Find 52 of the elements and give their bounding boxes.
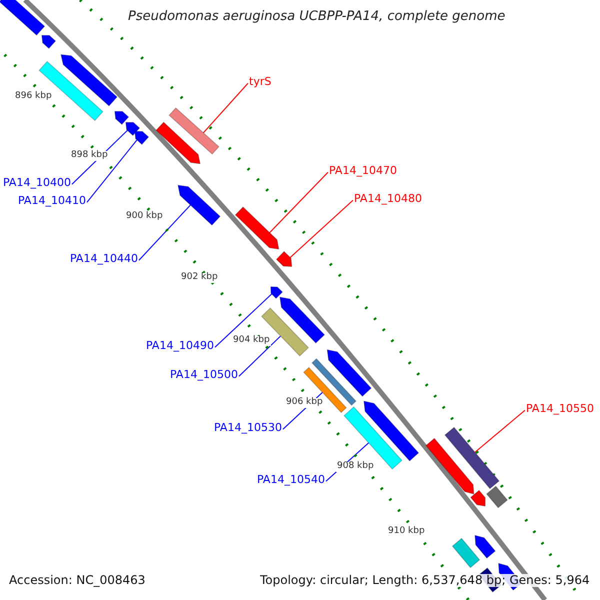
leader-line (86, 139, 138, 203)
gene-block (134, 130, 150, 145)
gene-block (444, 426, 500, 490)
leader-line (269, 172, 328, 234)
gene-block (41, 34, 56, 49)
gene-block (234, 206, 280, 250)
scale-label: 896 kbp (14, 92, 53, 102)
accession-text: Accession: NC_008463 (9, 574, 146, 588)
gene-block (470, 490, 486, 507)
gene-label: tyrS (249, 76, 272, 88)
gene-label: PA14_10500 (170, 369, 238, 382)
gene-block (425, 438, 474, 495)
gene-block (276, 250, 292, 267)
gene-block (326, 349, 372, 397)
gene-block (156, 122, 201, 164)
gene-label: PA14_10410 (18, 195, 86, 208)
gene-label: PA14_10440 (70, 253, 138, 266)
gene-label: PA14_10400 (3, 177, 71, 190)
gene-block (168, 107, 220, 155)
scale-label: 910 kbp (387, 527, 426, 537)
scale-label: 902 kbp (180, 273, 219, 283)
genome-summary: Topology: circular; Length: 6,537,648 bp; Genes: 5,964 (260, 574, 590, 588)
gene-block (363, 400, 420, 462)
gene-block (177, 184, 221, 226)
leader-line (290, 200, 354, 258)
gene-label: PA14_10540 (257, 474, 325, 486)
leader-line (474, 410, 526, 453)
scale-label: 898 kbp (70, 151, 109, 161)
gene-block (125, 122, 140, 136)
leader-line (138, 204, 191, 261)
leader-line (214, 294, 272, 348)
gene-label: PA14_10480 (354, 193, 422, 206)
diagram-title: Pseudomonas aeruginosa UCBPP-PA14, complete genome (128, 10, 506, 24)
gene-block (279, 296, 326, 344)
gene-block (60, 54, 118, 106)
gene-label: PA14_10470 (329, 165, 397, 178)
scale-label: 904 kbp (232, 336, 271, 346)
leader-line (238, 336, 282, 377)
gene-block (474, 534, 496, 559)
gene-label: PA14_10530 (214, 422, 282, 434)
scale-label: 900 kbp (125, 212, 164, 222)
gene-block (114, 110, 130, 125)
scale-label: 906 kbp (285, 398, 324, 408)
scale-label: 908 kbp (336, 462, 375, 472)
leader-line (202, 82, 248, 134)
gene-label: PA14_10490 (146, 340, 214, 352)
gene-block (303, 366, 347, 414)
gene-block (0, 0, 46, 36)
gene-block (452, 538, 480, 568)
gene-block (270, 286, 283, 299)
gene-block (486, 486, 508, 508)
gene-label: PA14_10550 (526, 403, 594, 416)
